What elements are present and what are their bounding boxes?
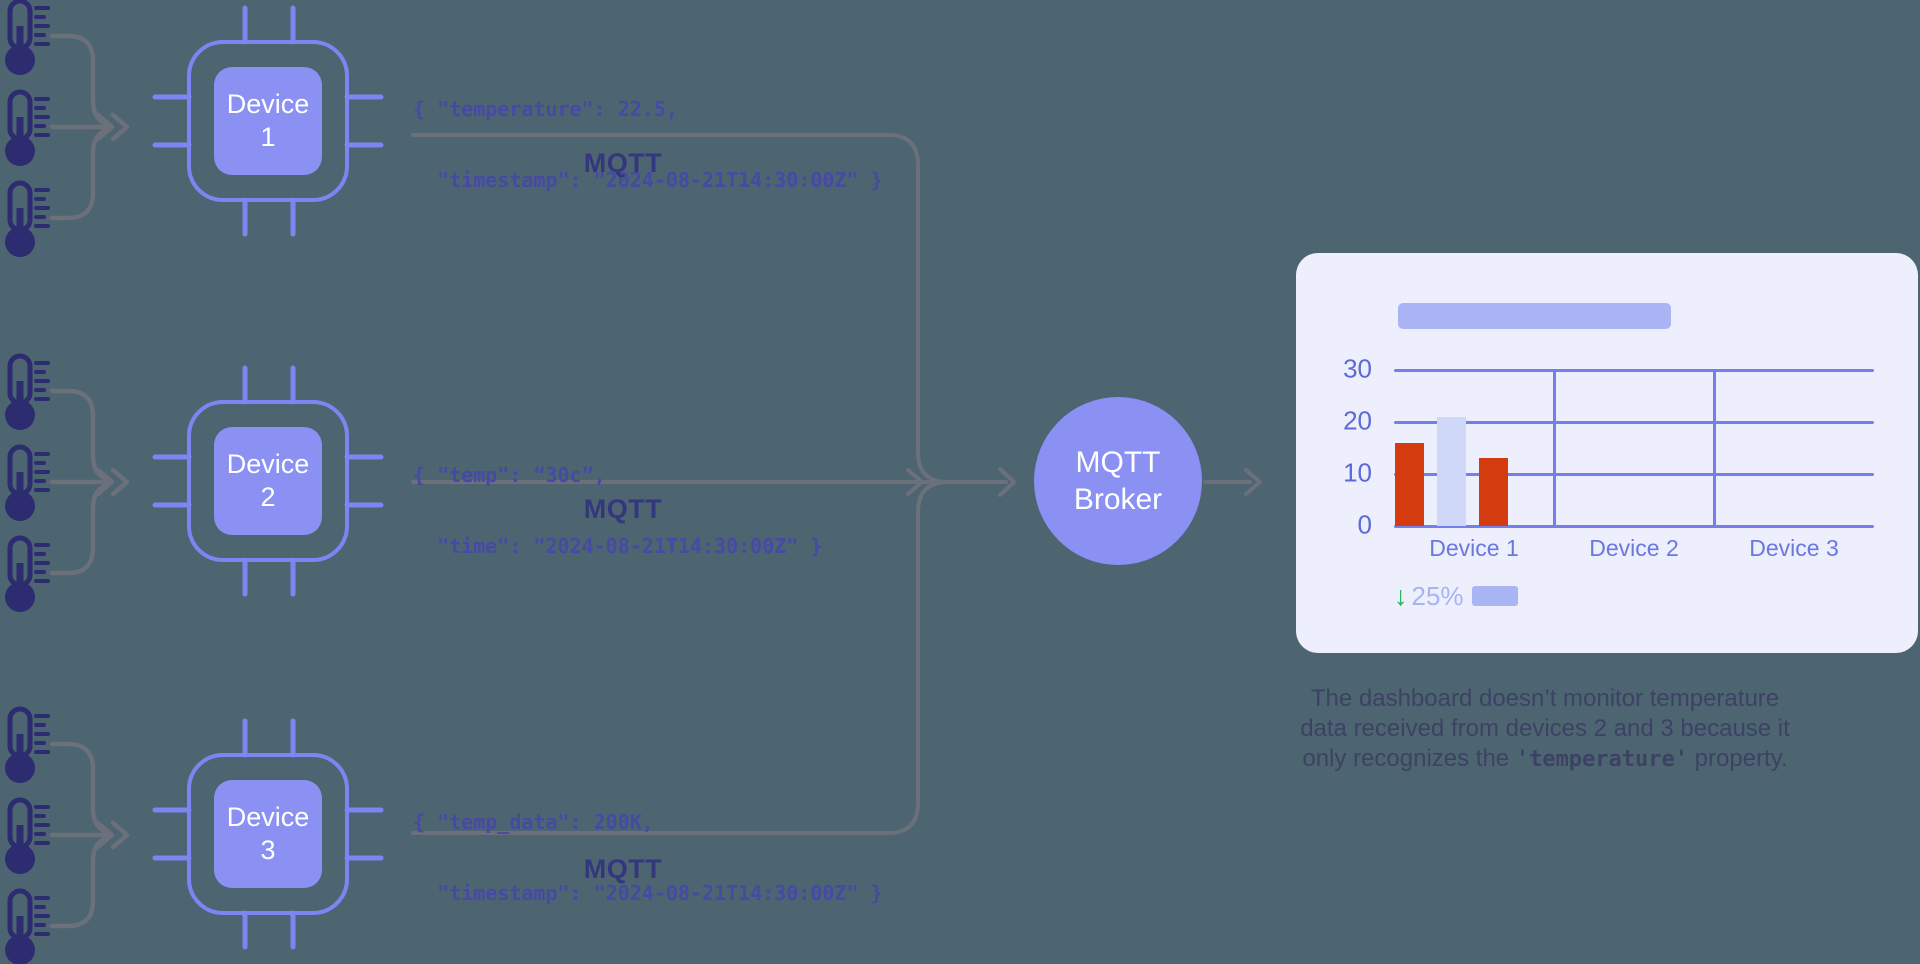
bar-highlight	[1437, 417, 1466, 526]
thermometer-icon	[5, 1, 48, 75]
thermometer-icon	[5, 92, 48, 166]
down-arrow-icon: ↓	[1394, 581, 1408, 611]
ytick-0: 0	[1357, 509, 1372, 540]
column-separator-1	[1553, 369, 1556, 528]
gridline-0	[1394, 525, 1874, 528]
trend-value: 25%	[1411, 581, 1464, 611]
gridline-20	[1394, 421, 1874, 424]
caption: The dashboard doesn’t monitor temperatur…	[1265, 684, 1825, 775]
device-2-label: Device 2	[226, 449, 310, 512]
thermometer-icon	[5, 538, 48, 612]
xlabel-device-3: Device 3	[1749, 535, 1839, 561]
xlabel-device-1: Device 1	[1429, 535, 1519, 561]
thermometer-icon	[5, 356, 48, 430]
code-token-temperature: 'temperature'	[1515, 747, 1689, 772]
ytick-10: 10	[1343, 457, 1372, 488]
mqtt-broker-node: MQTT Broker	[1034, 397, 1202, 565]
xlabel-device-2: Device 2	[1589, 535, 1679, 561]
chart-title-placeholder	[1398, 303, 1671, 329]
column-separator-2	[1713, 369, 1716, 528]
mqtt-connector-lines	[411, 133, 1262, 835]
thermometer-icon	[5, 800, 48, 874]
caption-line-3: only recognizes the 'temperature' proper…	[1302, 745, 1788, 772]
stat-label-placeholder	[1471, 586, 1518, 606]
device-3-label: Device 3	[226, 802, 310, 865]
gridline-10	[1394, 473, 1874, 476]
gridline-30	[1394, 369, 1874, 372]
device-2-payload: { "temp": “30c”, "time": "2024-08-21T14:…	[413, 463, 823, 558]
mqtt-protocol-label-3: MQTT	[583, 854, 663, 884]
trend-stat: ↓ 25%	[1394, 581, 1518, 611]
caption-line-2: data received from devices 2 and 3 becau…	[1300, 715, 1790, 742]
bar-reading-2	[1479, 458, 1508, 526]
caption-line-1: The dashboard doesn’t monitor temperatur…	[1310, 685, 1780, 712]
device-1-label: Device 1	[226, 89, 310, 152]
mqtt-protocol-label-2: MQTT	[583, 494, 663, 524]
ytick-20: 20	[1343, 405, 1372, 436]
dashboard-card: 30 20 10 0 Device 1 Device 2 Device 3 ↓ …	[1296, 253, 1918, 653]
thermometer-icon	[5, 183, 48, 257]
device-3-payload: { "temp_data": 200K, "timestamp": "2024-…	[413, 810, 883, 905]
thermometer-icon	[5, 891, 48, 964]
mqtt-protocol-label-1: MQTT	[583, 148, 663, 178]
thermometer-icon	[5, 447, 48, 521]
ytick-30: 30	[1343, 353, 1372, 384]
sensor-bracket-arrows	[49, 33, 130, 929]
device-1-payload: { "temperature": 22.5, "timestamp": "202…	[413, 97, 883, 192]
bar-reading-1	[1395, 443, 1424, 526]
thermometer-icon	[5, 709, 48, 783]
